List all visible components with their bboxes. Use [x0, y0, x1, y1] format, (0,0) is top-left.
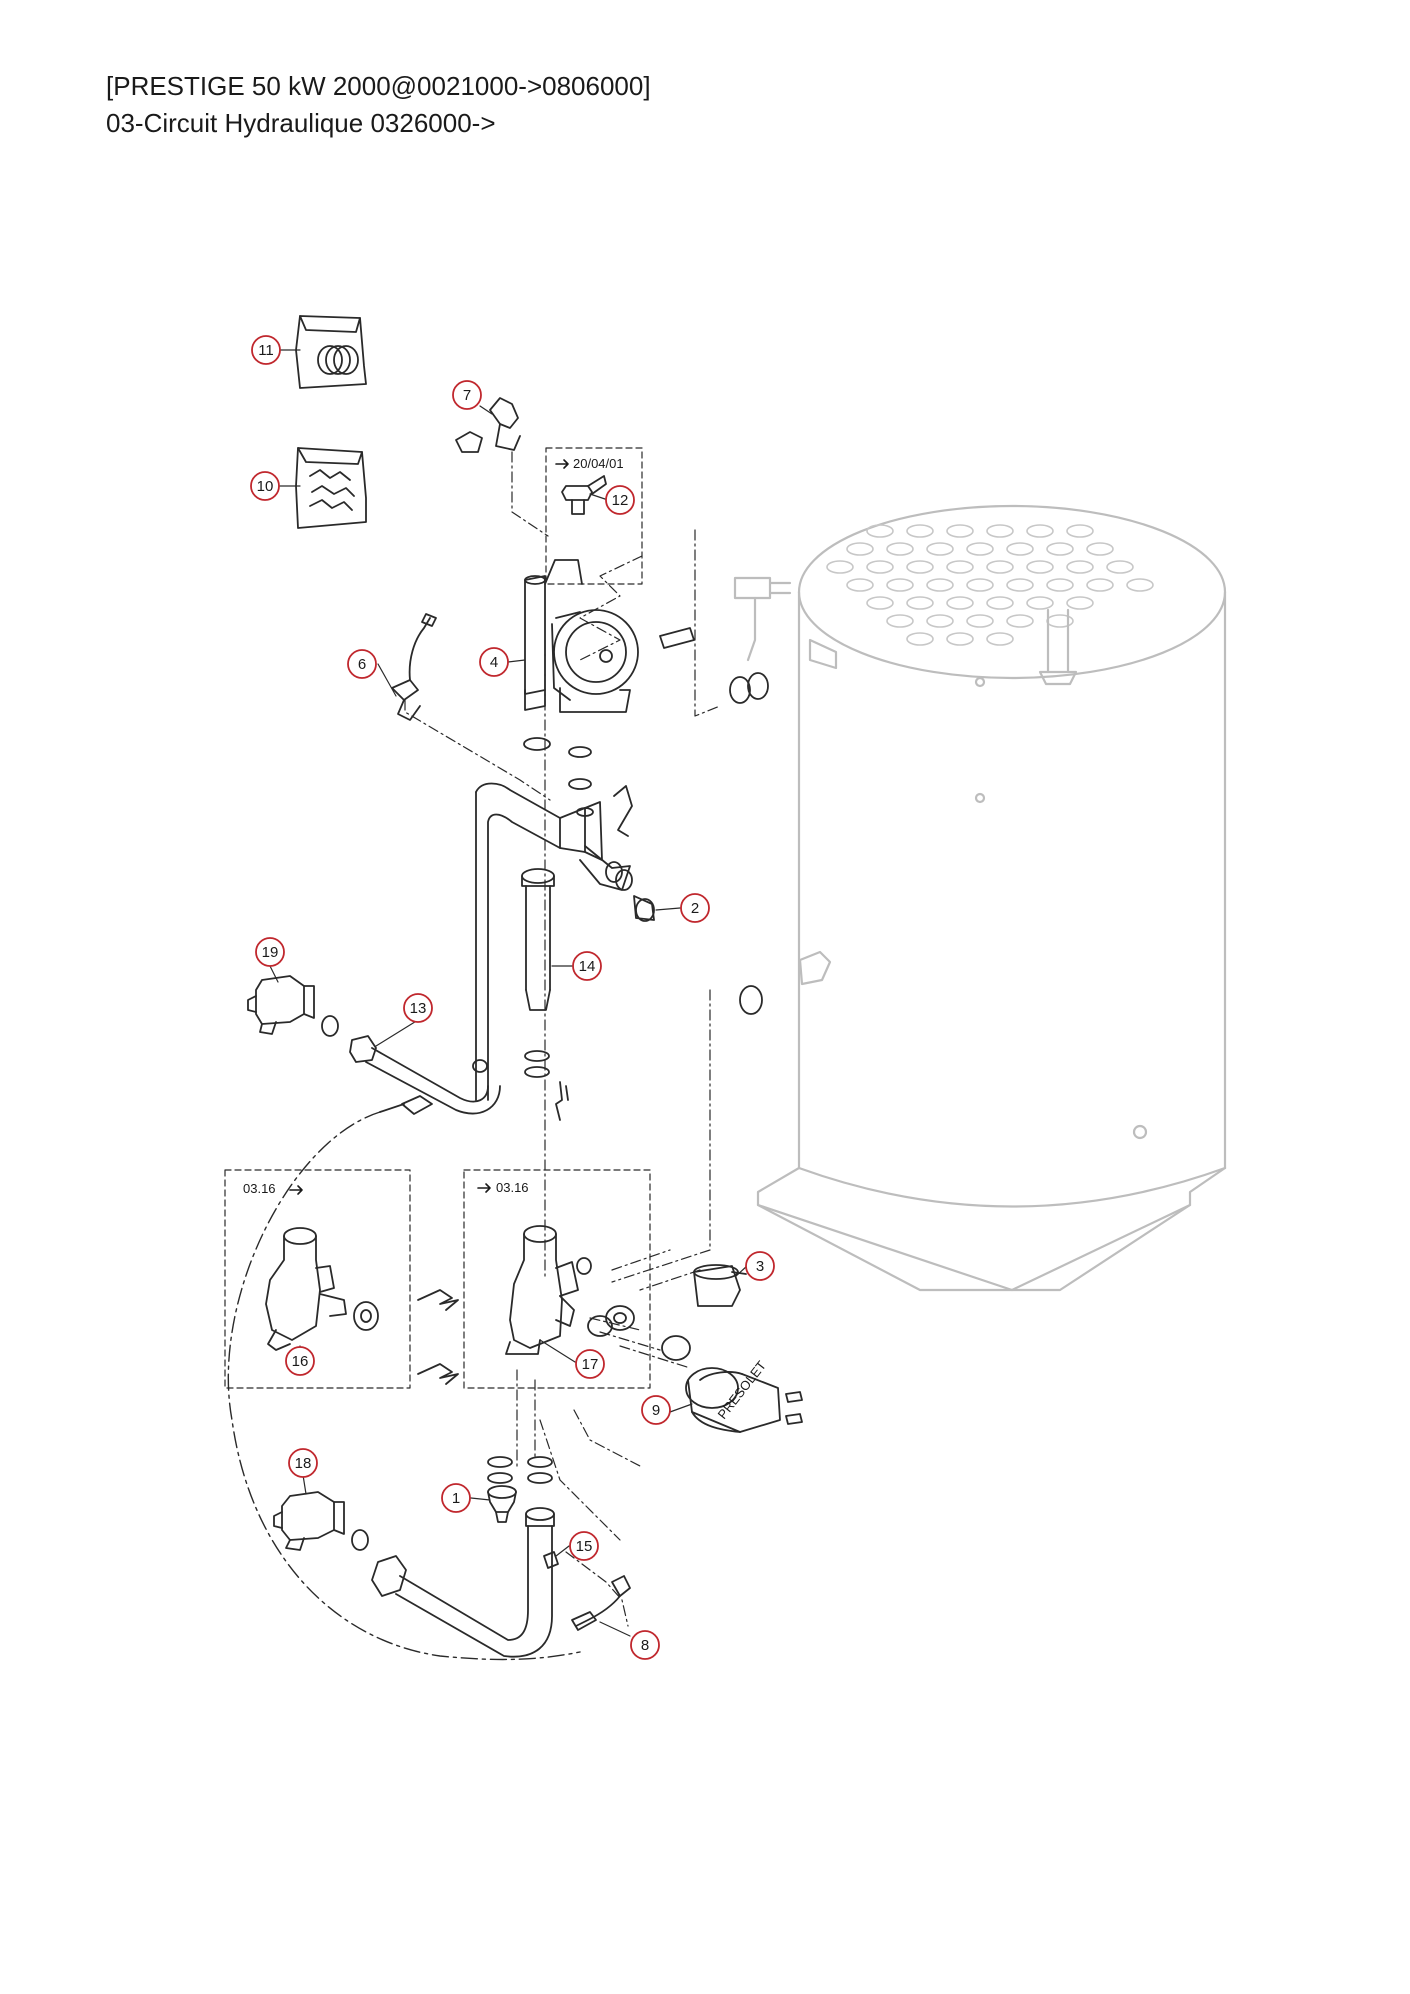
callout-leaders	[269, 349, 748, 1637]
part-3-pressure-sensor	[693, 1264, 747, 1307]
part-2-coupling	[605, 861, 655, 922]
callout-circle	[569, 1531, 599, 1561]
model-title: [PRESTIGE 50 kW 2000@0021000->0806000]	[106, 71, 651, 101]
callout-number: 1	[452, 1490, 460, 1507]
part-1-check-valve	[487, 1485, 517, 1523]
callout-circle	[288, 1448, 318, 1478]
pipe-route-arc	[227, 1111, 581, 1661]
oring-tank-upper-1	[729, 676, 751, 704]
pipe-13-tee-assembly	[475, 782, 633, 1101]
callout-number: 9	[652, 1402, 660, 1419]
callout-number: 7	[463, 387, 471, 404]
callout-number: 6	[358, 656, 366, 673]
page-header: [PRESTIGE 50 kW 2000@0021000->0806000] 0…	[106, 68, 651, 142]
callout-16: 16	[285, 1346, 315, 1376]
callout-number: 18	[295, 1455, 312, 1472]
callout-10: 10	[250, 471, 280, 501]
part-9-actuator-motor	[685, 1367, 803, 1433]
revision-note-pump: 20/04/01	[573, 456, 624, 471]
callout-9: 9	[641, 1395, 671, 1425]
callout-number: 4	[490, 654, 498, 671]
callout-number: 14	[579, 958, 596, 975]
assembly-guide-lines	[404, 451, 721, 1627]
callout-circle	[250, 471, 280, 501]
callout-circle	[479, 647, 509, 677]
section-title: 03-Circuit Hydraulique 0326000->	[106, 108, 496, 138]
callout-circle	[575, 1349, 605, 1379]
callout-number: 11	[258, 342, 274, 359]
callout-number: 13	[410, 1000, 427, 1017]
callout-number: 3	[756, 1258, 764, 1275]
orings-lower	[487, 1456, 553, 1484]
callout-number: 10	[257, 478, 274, 495]
callout-11: 11	[251, 335, 281, 365]
callout-circle	[605, 485, 635, 515]
callout-circle	[285, 1346, 315, 1376]
callout-number: 16	[292, 1353, 309, 1370]
callout-3: 3	[745, 1251, 775, 1281]
callout-circle	[403, 993, 433, 1023]
part-18-valve	[273, 1491, 369, 1551]
part-16-valve-body	[265, 1227, 379, 1351]
callout-circle	[745, 1251, 775, 1281]
module-note-center: 03.16	[496, 1180, 529, 1195]
oring-tank-upper-2	[747, 672, 769, 700]
callout-circle	[347, 649, 377, 679]
spring-clips	[417, 1289, 459, 1385]
actuator-brand-label: PRESOLET	[715, 1358, 770, 1422]
callout-circle	[641, 1395, 671, 1425]
tank-top-holes	[826, 524, 1154, 646]
callout-number: 17	[582, 1356, 599, 1373]
part-17-diverter-body	[505, 1225, 691, 1361]
module-box-left	[224, 1169, 411, 1389]
callout-number: 19	[262, 944, 279, 961]
callout-number: 2	[691, 900, 699, 917]
module-box-center	[463, 1169, 651, 1389]
callout-18: 18	[288, 1448, 318, 1478]
part-14-vertical-pipe	[521, 868, 555, 1011]
callout-17: 17	[575, 1349, 605, 1379]
callout-number: 15	[576, 1538, 593, 1555]
part-6-sensor-cable	[391, 613, 437, 721]
part-11-oring-kit	[295, 315, 367, 389]
part-4-circulating-pump	[524, 559, 695, 713]
callout-circle	[572, 951, 602, 981]
part-13-pipe-lower	[349, 1035, 501, 1115]
revision-box-pump	[545, 447, 643, 585]
part-10-hardware-kit	[295, 447, 367, 529]
callout-15: 15	[569, 1531, 599, 1561]
orings-under-pipe-14	[524, 1050, 569, 1121]
callout-7: 7	[452, 380, 482, 410]
callout-circle	[251, 335, 281, 365]
callout-8: 8	[630, 1630, 660, 1660]
callout-circle	[680, 893, 710, 923]
callout-circle	[441, 1483, 471, 1513]
part-8-flexible-hose	[571, 1575, 631, 1631]
callout-2: 2	[680, 893, 710, 923]
callout-number: 8	[641, 1637, 649, 1654]
oring-tank-connection	[739, 985, 763, 1015]
callout-13: 13	[403, 993, 433, 1023]
callout-4: 4	[479, 647, 509, 677]
part-7-clip	[455, 397, 521, 453]
callout-circle	[255, 937, 285, 967]
note-arrows	[289, 459, 569, 1195]
callout-19: 19	[255, 937, 285, 967]
module-note-left: 03.16	[243, 1181, 276, 1196]
callout-12: 12	[605, 485, 635, 515]
callout-14: 14	[572, 951, 602, 981]
callout-1: 1	[441, 1483, 471, 1513]
part-15-lower-pipe	[371, 1507, 559, 1658]
callout-number: 12	[612, 492, 629, 509]
part-12-valve-knob	[561, 475, 607, 515]
callout-6: 6	[347, 649, 377, 679]
callout-circle	[630, 1630, 660, 1660]
part-19-valve	[247, 975, 339, 1037]
orings-under-pump	[523, 737, 592, 790]
callout-circle	[452, 380, 482, 410]
storage-tank	[733, 504, 1227, 1292]
